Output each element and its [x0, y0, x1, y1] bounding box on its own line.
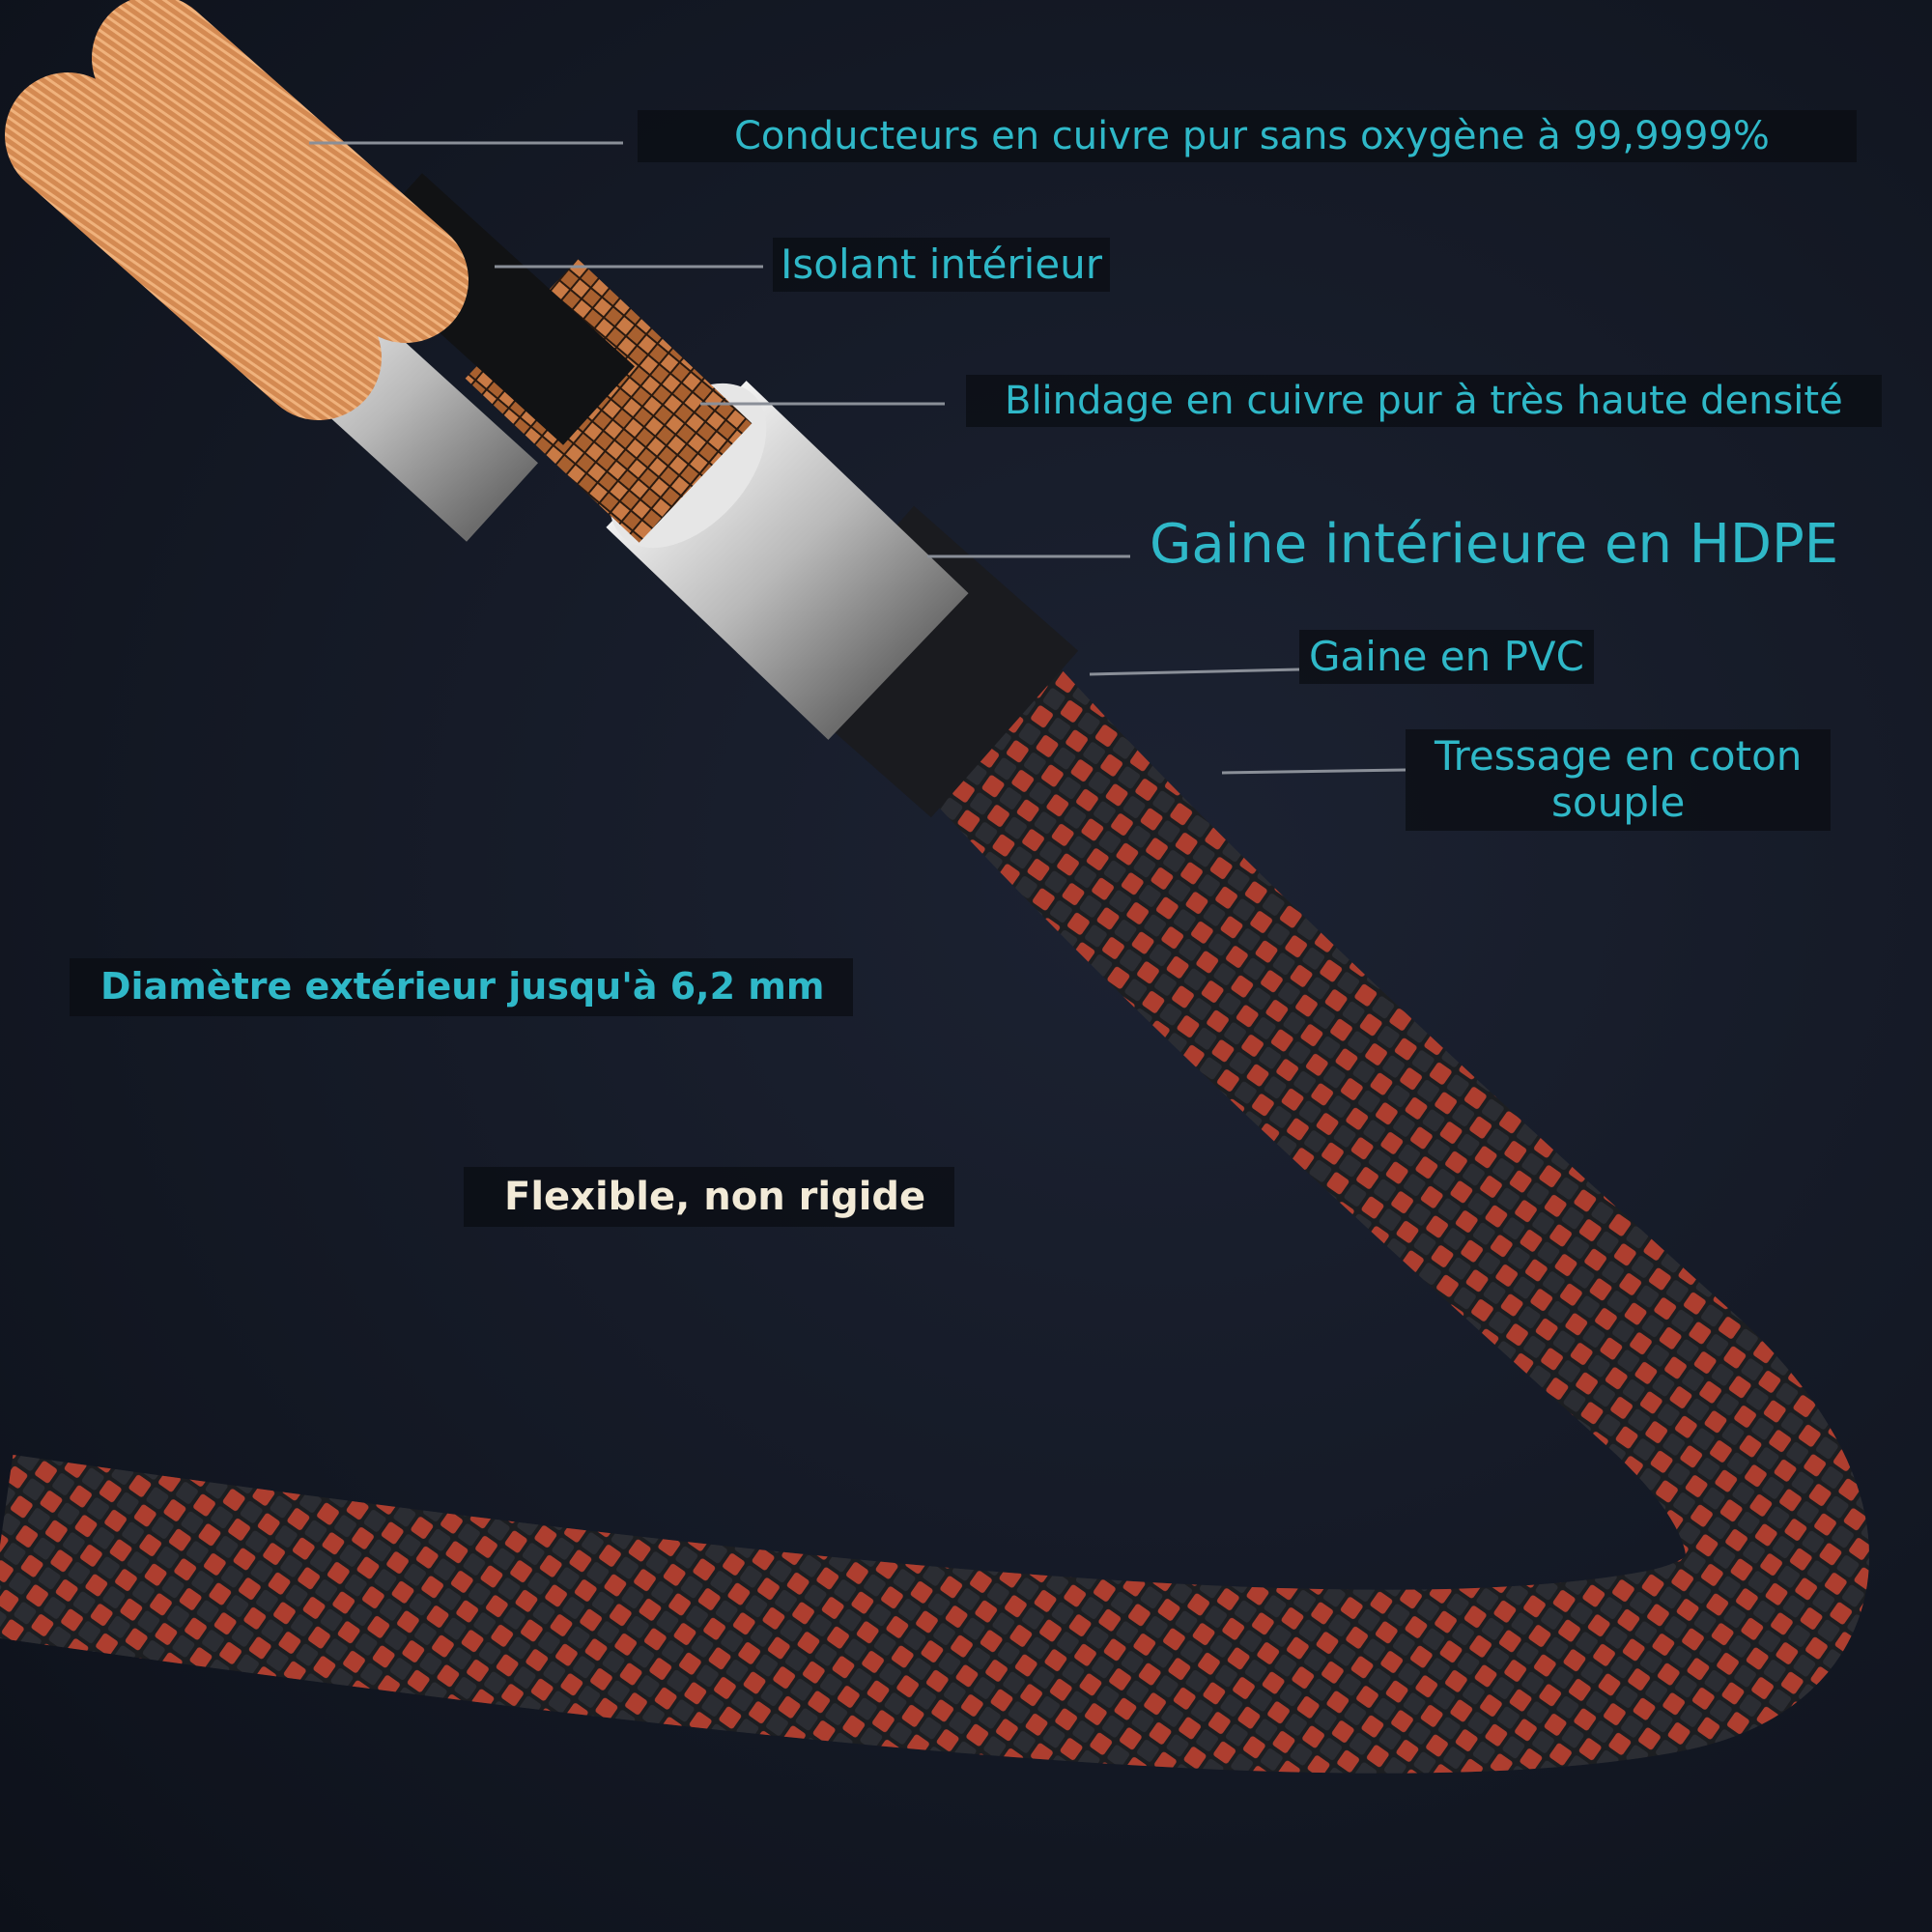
- label-pvc-sheath: Gaine en PVC: [1299, 630, 1594, 685]
- label-cotton-braid-line1: Tressage en coton: [1435, 732, 1803, 780]
- label-shielding: Blindage en cuivre pur à très haute dens…: [966, 375, 1882, 427]
- copper-conductor-2: [5, 72, 382, 420]
- label-inner-insulation: Isolant intérieur: [773, 238, 1111, 293]
- label-conductors: Conducteurs en cuivre pur sans oxygène à…: [638, 110, 1857, 162]
- label-cotton-braid-line2: souple: [1551, 779, 1686, 827]
- label-cotton-braid: Tressage en coton souple: [1406, 729, 1832, 831]
- leader-lines: [309, 141, 1406, 775]
- leader-pvc: [1089, 668, 1300, 676]
- leader-braid: [1221, 768, 1406, 775]
- label-hdpe-sheath: Gaine intérieure en HDPE: [1150, 513, 1839, 576]
- braided-cable-body: [0, 596, 1869, 1774]
- cable-shadow: [0, 596, 1869, 1774]
- copper-conductor-1: [92, 0, 469, 343]
- label-outer-diameter: Diamètre extérieur jusqu'à 6,2 mm: [70, 958, 854, 1016]
- label-flexible: Flexible, non rigide: [464, 1167, 955, 1227]
